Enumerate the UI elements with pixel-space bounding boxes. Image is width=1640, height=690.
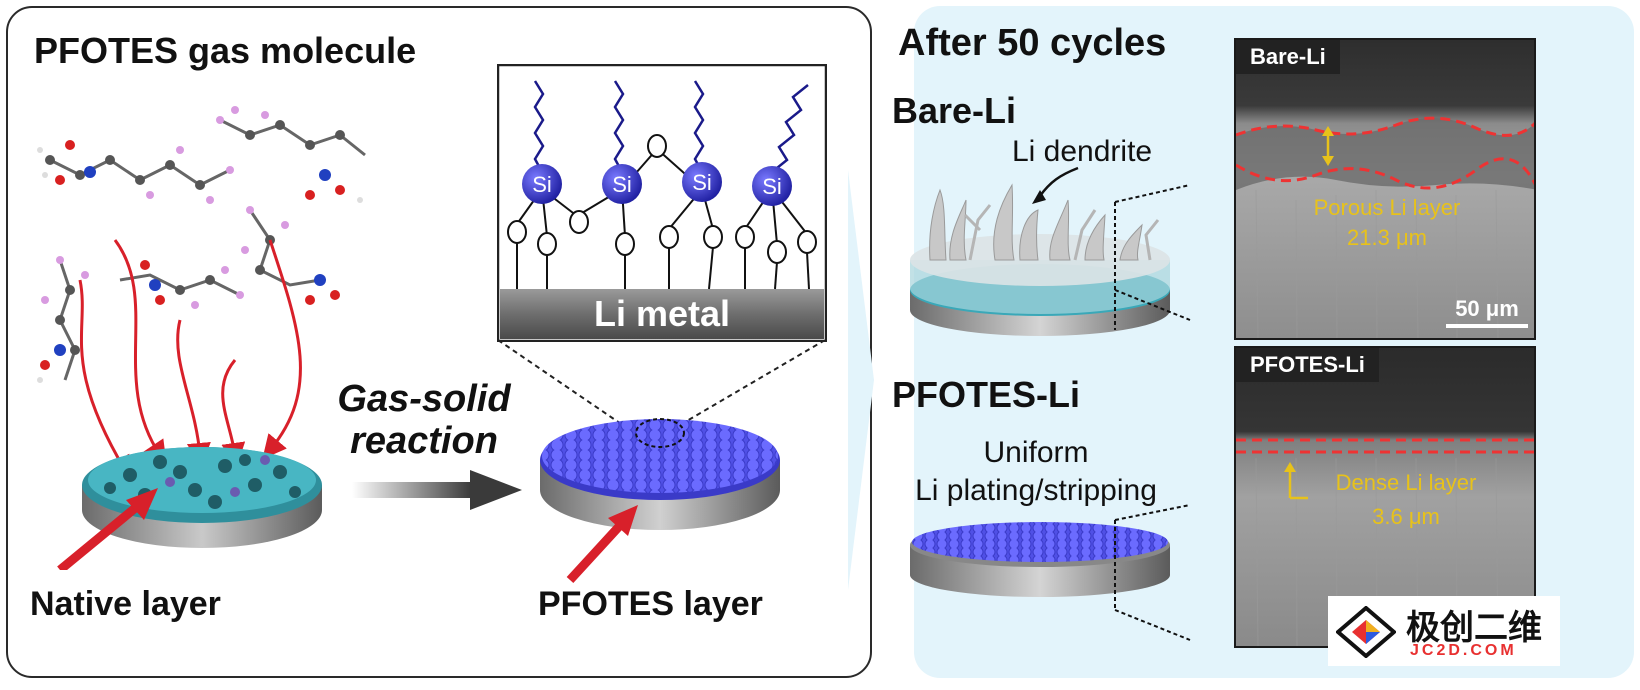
pfotes-molecule-4 bbox=[119, 260, 244, 309]
porous-layer-thickness: 21.3 μm bbox=[1347, 225, 1427, 250]
li-metal-label: Li metal bbox=[594, 293, 730, 334]
si-label-4: Si bbox=[762, 174, 782, 199]
native-pointer-arrow bbox=[57, 488, 158, 570]
native-layer-disc bbox=[82, 447, 322, 548]
reaction-arrows bbox=[78, 239, 302, 481]
watermark-sub: JC2D.COM bbox=[1410, 642, 1517, 659]
watermark-logo-icon bbox=[1336, 606, 1396, 658]
uniform-label-line2: Li plating/stripping bbox=[915, 474, 1157, 507]
reaction-arrow bbox=[352, 470, 522, 510]
reaction-label-line2: reaction bbox=[350, 420, 498, 462]
pfotes-molecule-5 bbox=[241, 206, 340, 305]
bare-li-label: Bare-Li bbox=[892, 90, 1017, 131]
native-illustration bbox=[37, 106, 366, 570]
watermark-box: 极创二维 JC2D.COM bbox=[1328, 596, 1560, 666]
pfotes-pointer-arrow bbox=[566, 505, 638, 584]
pfotes-layer-label: PFOTES layer bbox=[538, 585, 763, 623]
native-layer-label: Native layer bbox=[30, 585, 221, 623]
dense-layer-label: Dense Li layer bbox=[1335, 470, 1477, 495]
si-label-3: Si bbox=[692, 170, 712, 195]
pfotes-li-label: PFOTES-Li bbox=[892, 374, 1080, 415]
panel-transition-arrow bbox=[848, 170, 874, 590]
bare-li-illustration bbox=[910, 166, 1191, 336]
scale-bar-label: 50 μm bbox=[1455, 296, 1519, 321]
sem-bare-texture bbox=[1236, 116, 1534, 338]
sem-tag-pfotes: PFOTES-Li bbox=[1236, 348, 1379, 382]
reaction-label-line1: Gas-solid bbox=[337, 378, 511, 420]
right-title: After 50 cycles bbox=[898, 22, 1167, 64]
sem-tag-bare: Bare-Li bbox=[1236, 40, 1340, 74]
silicon-atoms bbox=[522, 162, 792, 206]
sem-image-bare: Bare-Li Porous Li layer 21.3 μm 50 μm bbox=[1234, 38, 1536, 340]
dendrite-label: Li dendrite bbox=[1012, 135, 1153, 168]
si-label-2: Si bbox=[612, 172, 632, 197]
inset-structure: Si Si Si Si Li metal bbox=[497, 64, 827, 342]
pfotes-molecule-2 bbox=[216, 106, 366, 203]
dense-layer-thickness: 3.6 μm bbox=[1372, 504, 1440, 529]
watermark-text: 极创二维 bbox=[1406, 608, 1542, 648]
si-label-1: Si bbox=[532, 172, 552, 197]
pfotes-illustration bbox=[497, 339, 826, 584]
uniform-label-line1: Uniform bbox=[983, 436, 1089, 469]
pfotes-molecule-3 bbox=[37, 256, 89, 383]
oxygen-atoms bbox=[507, 134, 817, 264]
left-title: PFOTES gas molecule bbox=[34, 30, 417, 71]
porous-layer-label: Porous Li layer bbox=[1313, 195, 1461, 220]
pfotes-li-illustration bbox=[910, 504, 1191, 641]
pfotes-molecule-1 bbox=[37, 140, 234, 204]
